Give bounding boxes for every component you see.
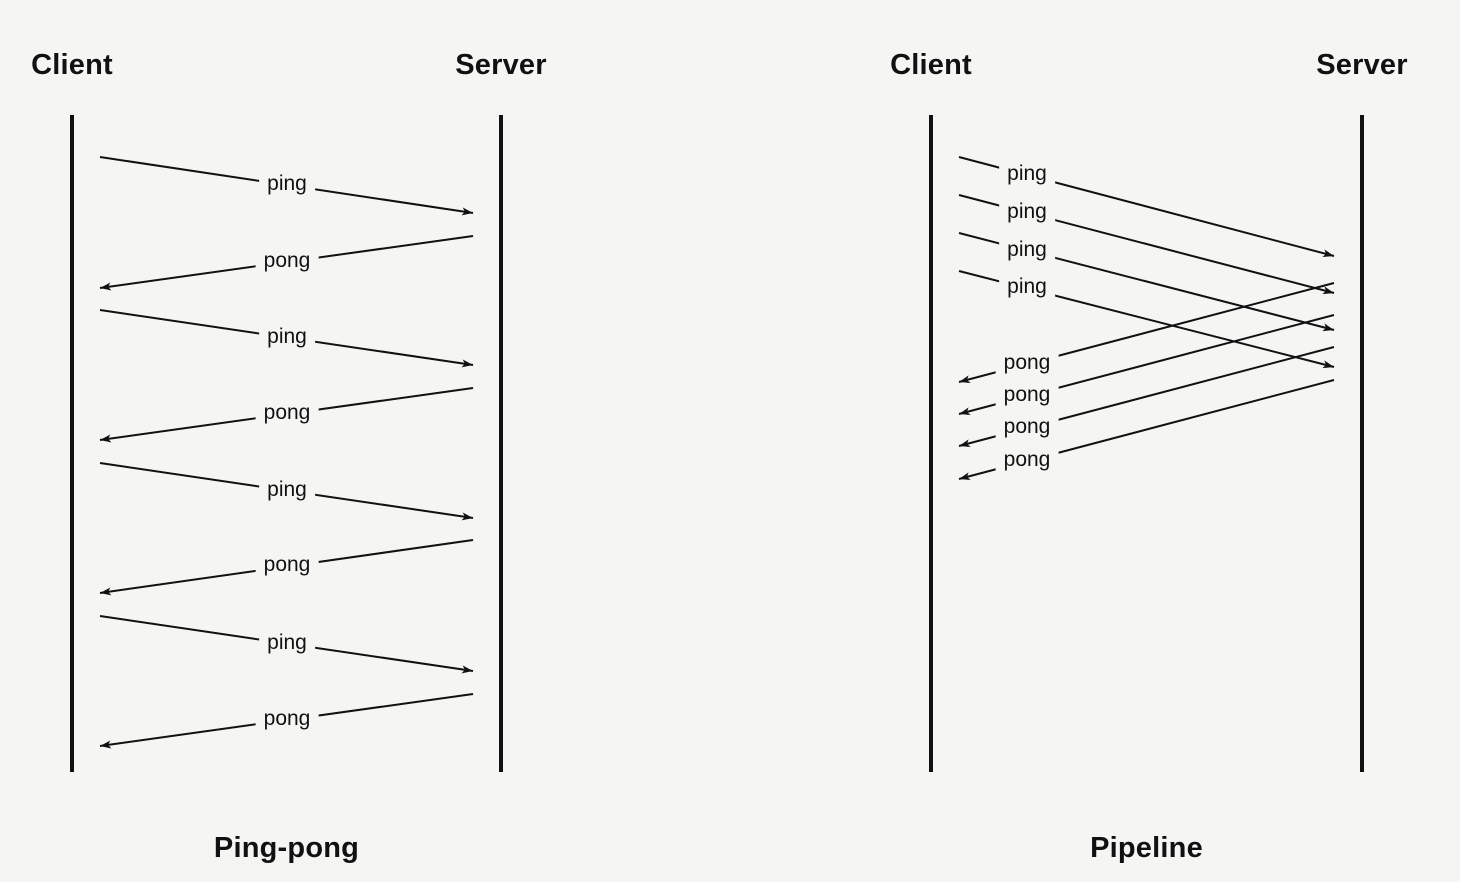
message-label-ping: ping xyxy=(999,275,1055,300)
message-label-ping: ping xyxy=(259,172,315,197)
pingpong-caption: Ping-pong xyxy=(213,832,360,864)
message-label-ping: ping xyxy=(999,237,1055,262)
message-label-ping: ping xyxy=(259,477,315,502)
pingpong-server-label: Server xyxy=(455,49,547,81)
message-label-pong: pong xyxy=(995,415,1059,440)
message-label-ping: ping xyxy=(259,324,315,349)
message-label-pong: pong xyxy=(995,351,1059,376)
message-label-ping: ping xyxy=(999,161,1055,186)
message-label-pong: pong xyxy=(255,706,319,731)
pipeline-client-label: Client xyxy=(890,49,972,81)
pipeline-caption: Pipeline xyxy=(1090,832,1203,864)
message-label-ping: ping xyxy=(259,630,315,655)
message-label-ping: ping xyxy=(999,199,1055,224)
pingpong-client-label: Client xyxy=(31,49,113,81)
message-label-pong: pong xyxy=(255,248,319,273)
message-label-pong: pong xyxy=(255,553,319,578)
message-label-pong: pong xyxy=(995,448,1059,473)
message-label-pong: pong xyxy=(255,400,319,425)
pipeline-server-label: Server xyxy=(1316,49,1408,81)
message-label-pong: pong xyxy=(995,383,1059,408)
